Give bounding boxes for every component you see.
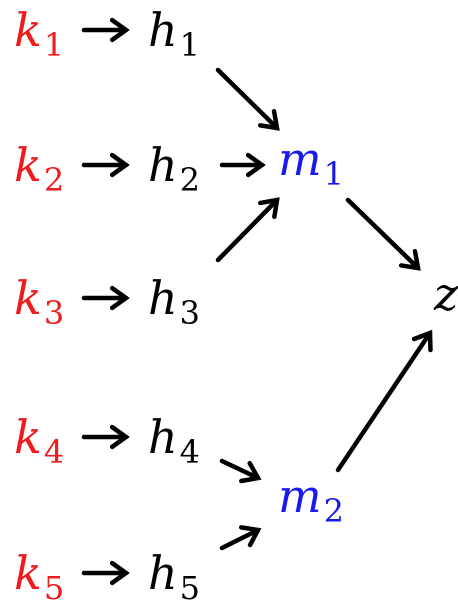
node-z-base: z bbox=[433, 267, 458, 321]
node-h4-subscript: 4 bbox=[180, 433, 200, 471]
node-m2-subscript: 2 bbox=[324, 492, 344, 530]
node-h2-base: h bbox=[148, 138, 178, 192]
node-h2-subscript: 2 bbox=[180, 161, 200, 199]
edge-k3-h3-arrowhead bbox=[109, 285, 130, 311]
node-h1-base: h bbox=[148, 3, 178, 57]
node-k1: k1 bbox=[14, 3, 64, 64]
edge-h1-m1 bbox=[215, 67, 280, 131]
node-h4: h4 bbox=[148, 410, 200, 471]
edge-k2-h2-arrowhead bbox=[109, 152, 130, 178]
edge-k5-h5-arrowhead bbox=[109, 560, 130, 586]
node-k1-base: k bbox=[14, 3, 42, 57]
node-k5: k5 bbox=[14, 546, 64, 603]
node-z: z bbox=[433, 267, 458, 321]
edge-k1-h1-arrowhead bbox=[109, 17, 130, 43]
edge-h5-m2 bbox=[219, 527, 261, 551]
node-m1: m1 bbox=[278, 132, 344, 193]
edge-h2-m1-arrowhead bbox=[245, 152, 266, 178]
node-h3-base: h bbox=[148, 271, 178, 325]
node-k2-subscript: 2 bbox=[44, 161, 64, 199]
node-h5-base: h bbox=[148, 546, 178, 600]
edge-m1-z-arrowhead bbox=[398, 249, 421, 271]
node-k2: k2 bbox=[14, 138, 64, 199]
node-k3-base: k bbox=[14, 271, 42, 325]
node-k4-subscript: 4 bbox=[44, 433, 64, 471]
node-k4: k4 bbox=[14, 410, 64, 471]
edge-m2-z bbox=[335, 330, 433, 473]
node-h4-base: h bbox=[148, 410, 178, 464]
node-k4-base: k bbox=[14, 410, 42, 464]
edge-h3-m1 bbox=[215, 197, 280, 263]
edge-m2-z-arrowhead bbox=[411, 329, 433, 353]
edge-k4-h4-arrowhead bbox=[109, 424, 130, 450]
node-k5-subscript: 5 bbox=[44, 569, 64, 603]
edge-h1-m1-arrowhead bbox=[257, 109, 280, 131]
node-k1-subscript: 1 bbox=[44, 26, 64, 64]
node-h2: h2 bbox=[148, 138, 200, 199]
node-k5-base: k bbox=[14, 546, 42, 600]
node-h5-subscript: 5 bbox=[180, 569, 200, 603]
node-k3: k3 bbox=[14, 271, 64, 332]
node-k3-subscript: 3 bbox=[44, 294, 64, 332]
node-m2-base: m bbox=[278, 469, 322, 523]
arrowheads bbox=[109, 17, 433, 586]
node-m2: m2 bbox=[278, 469, 344, 530]
node-m1-base: m bbox=[278, 132, 322, 186]
node-h1: h1 bbox=[148, 3, 200, 64]
edge-h3-m1-arrowhead bbox=[258, 197, 280, 220]
node-labels: k1 k2 k3 k4 k5 h1 h2 h3 h4 h5 m1 m2 z bbox=[14, 3, 458, 603]
edge-h4-m2 bbox=[219, 458, 261, 481]
edge-m1-z bbox=[345, 197, 421, 271]
node-h3-subscript: 3 bbox=[180, 294, 200, 332]
node-m1-subscript: 1 bbox=[324, 155, 344, 193]
node-h1-subscript: 1 bbox=[180, 26, 200, 64]
edge-h5-m2-arrowhead bbox=[238, 525, 262, 548]
node-k2-base: k bbox=[14, 138, 42, 192]
edges bbox=[81, 27, 433, 576]
node-h5: h5 bbox=[148, 546, 200, 603]
edge-h4-m2-arrowhead bbox=[239, 460, 262, 484]
node-h3: h3 bbox=[148, 271, 200, 332]
